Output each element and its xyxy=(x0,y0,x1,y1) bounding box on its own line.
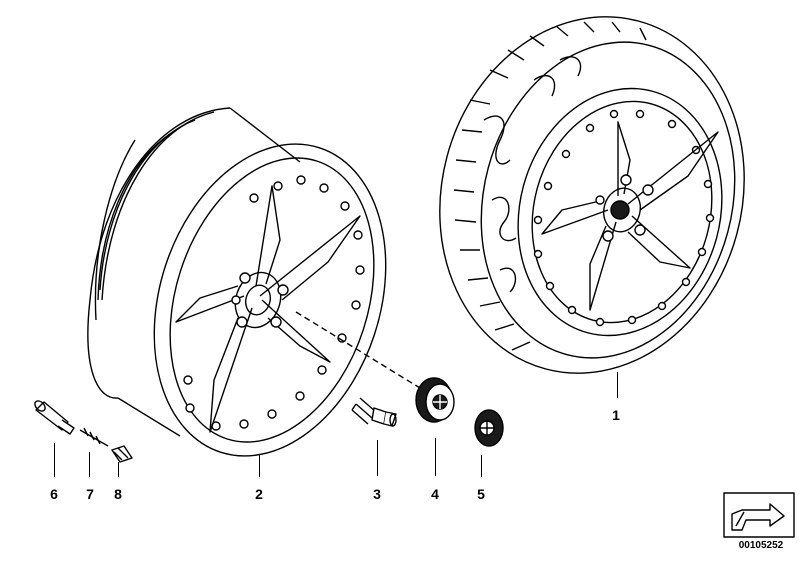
valve-insert xyxy=(79,427,109,447)
wheel-bolt xyxy=(351,397,397,427)
rim-wheel xyxy=(87,107,387,457)
callout-6: 6 xyxy=(50,486,58,502)
callout-4: 4 xyxy=(431,486,439,502)
leader-line-3 xyxy=(377,440,378,476)
leader-line-4 xyxy=(435,438,436,476)
callout-5: 5 xyxy=(477,486,485,502)
callout-2: 2 xyxy=(255,486,263,502)
document-number: 00105252 xyxy=(738,540,784,551)
leader-line-2 xyxy=(259,455,260,477)
callout-8: 8 xyxy=(114,486,122,502)
valve-cap xyxy=(111,445,133,463)
leader-line-5 xyxy=(481,455,482,477)
callout-1: 1 xyxy=(612,407,620,423)
valve-stem xyxy=(34,400,75,435)
emblem xyxy=(474,409,504,447)
callout-7: 7 xyxy=(86,486,94,502)
view-direction-arrow-icon xyxy=(723,492,795,538)
leader-line-7 xyxy=(89,452,90,477)
callout-3: 3 xyxy=(373,486,381,502)
leader-line-1 xyxy=(617,372,618,398)
leader-line-8 xyxy=(118,462,119,477)
leader-line-6 xyxy=(54,443,55,477)
hub-cap xyxy=(415,377,455,423)
complete-wheel-with-tyre xyxy=(439,16,745,374)
